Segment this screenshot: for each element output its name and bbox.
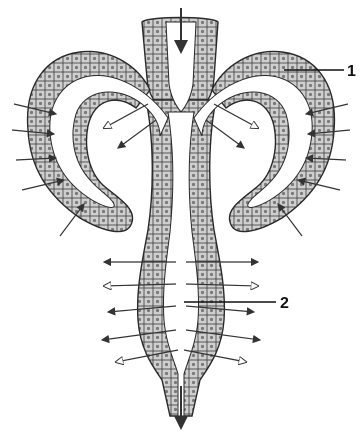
label-2: 2 xyxy=(280,295,289,312)
label-1: 1 xyxy=(347,63,356,80)
